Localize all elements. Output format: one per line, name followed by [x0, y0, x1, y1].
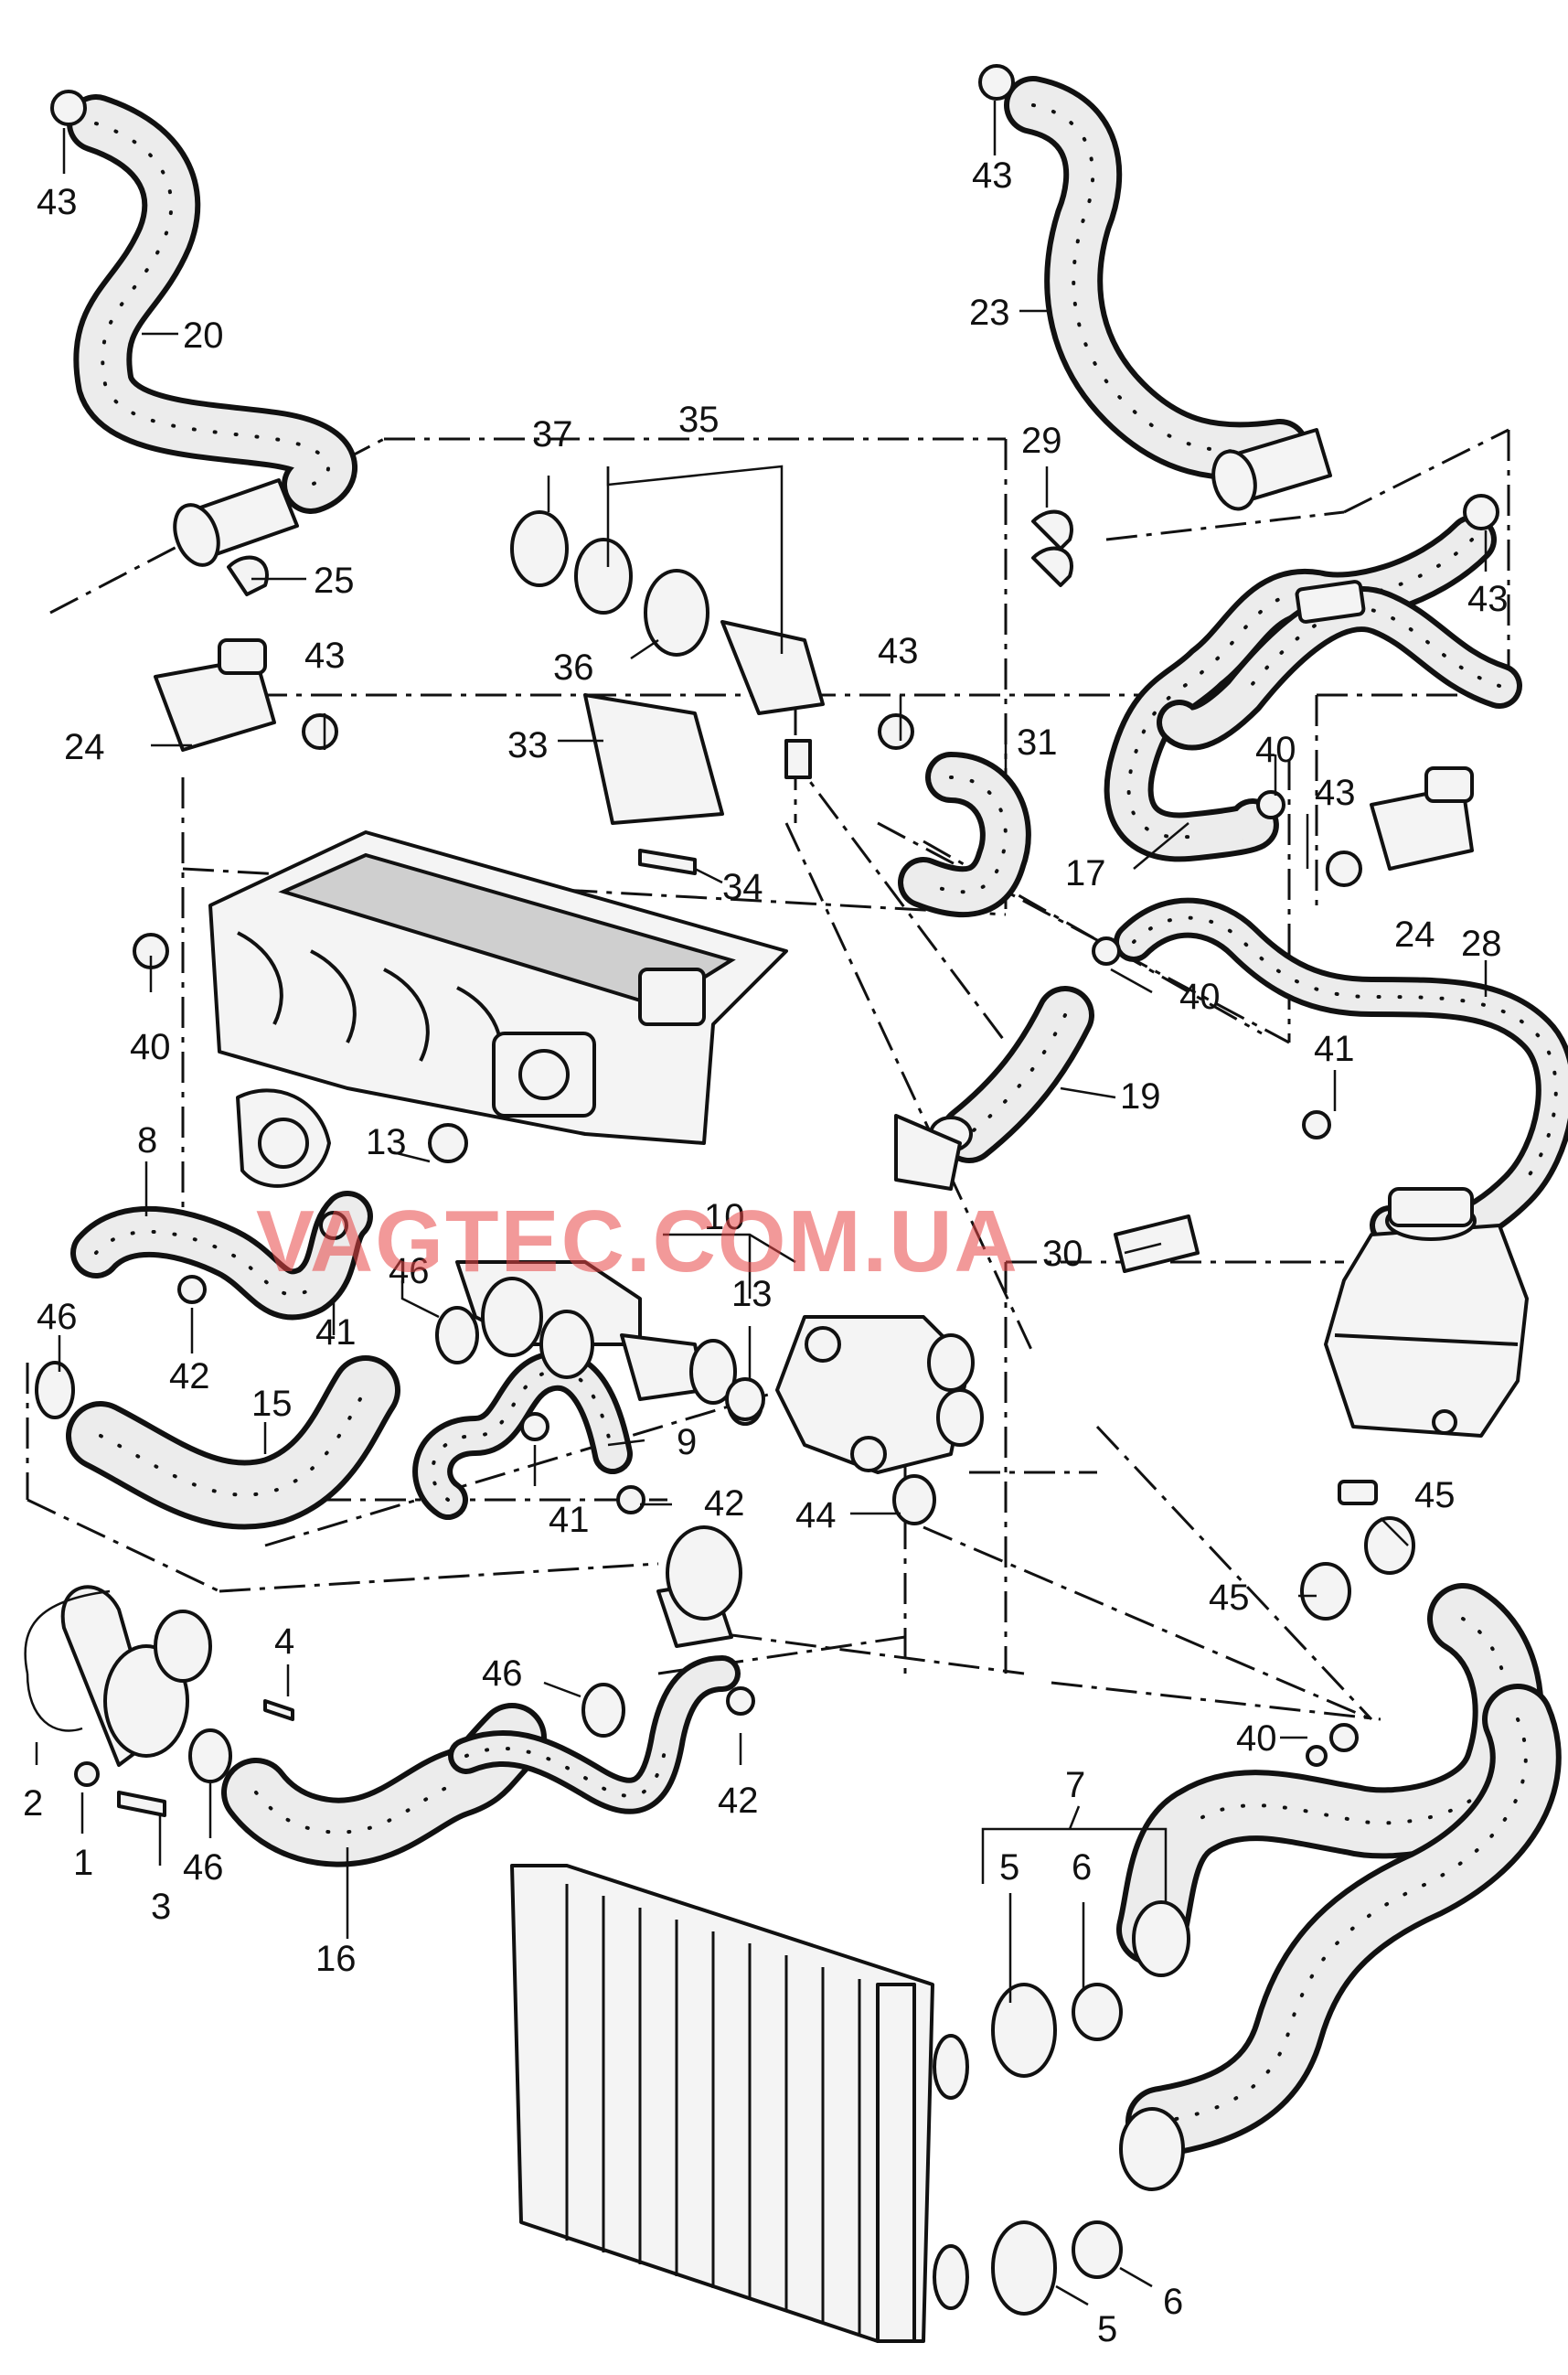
callout-28: 28	[1461, 924, 1502, 964]
water-pump	[24, 1585, 212, 1787]
hose-17	[1104, 515, 1522, 862]
callout-numbers: 43 20 43 23 29 43 25 24 43 37 35 36 33 3…	[23, 155, 1509, 2349]
callout-42: 42	[169, 1356, 210, 1396]
callout-17: 17	[1065, 853, 1106, 893]
callout-29: 29	[1021, 421, 1062, 461]
callout-45: 45	[1209, 1578, 1250, 1618]
hoses	[66, 76, 1568, 2157]
callout-25: 25	[314, 561, 355, 601]
hose-20	[67, 94, 357, 567]
callout-43: 43	[37, 182, 78, 222]
callout-7: 7	[1065, 1765, 1085, 1805]
callout-15: 15	[251, 1384, 293, 1424]
callout-34: 34	[722, 867, 763, 907]
callout-4: 4	[274, 1621, 294, 1662]
callout-24: 24	[1394, 915, 1435, 955]
expansion-tank	[1324, 1187, 1529, 1505]
hose-19	[940, 986, 1094, 1163]
callout-42: 42	[718, 1781, 759, 1821]
callout-20: 20	[183, 316, 224, 356]
callout-40: 40	[1236, 1718, 1277, 1759]
hose-31	[898, 752, 1031, 918]
callout-46: 46	[389, 1251, 430, 1291]
intake-manifold	[208, 830, 788, 1188]
callout-13: 13	[731, 1274, 773, 1314]
callout-42: 42	[704, 1483, 745, 1524]
hose-8	[70, 1191, 373, 1321]
hose-9	[412, 1350, 633, 1520]
callout-43: 43	[972, 155, 1013, 196]
callout-5: 5	[999, 1847, 1019, 1888]
flange-19	[894, 1114, 973, 1191]
callout-33: 33	[507, 725, 549, 765]
callout-19: 19	[1120, 1076, 1161, 1117]
callout-5: 5	[1097, 2309, 1117, 2349]
callout-46: 46	[482, 1653, 523, 1694]
callout-40: 40	[1255, 730, 1296, 770]
callout-35: 35	[678, 400, 720, 440]
callout-9: 9	[677, 1422, 697, 1462]
callout-31: 31	[1017, 722, 1058, 763]
callout-41: 41	[549, 1500, 590, 1540]
radiator-fins	[565, 1884, 861, 2336]
callout-45: 45	[1414, 1475, 1456, 1515]
callout-41: 41	[1314, 1029, 1355, 1069]
callout-43: 43	[1315, 773, 1356, 813]
callout-41: 41	[315, 1312, 357, 1353]
callout-16: 16	[315, 1939, 357, 1979]
callout-43: 43	[878, 631, 919, 671]
radiator	[510, 1864, 1057, 2343]
hose-15	[66, 1355, 400, 1530]
hose-7	[1116, 1583, 1562, 2157]
callout-40: 40	[130, 1027, 171, 1067]
callout-6: 6	[1072, 1847, 1092, 1888]
callout-40: 40	[1179, 977, 1221, 1017]
callout-43: 43	[1467, 579, 1509, 619]
callout-37: 37	[532, 414, 573, 455]
hose-clamps	[35, 64, 1499, 2279]
callout-6: 6	[1163, 2282, 1183, 2322]
watermark: VAGTEC.COM.UA	[256, 1193, 1019, 1290]
callout-10: 10	[704, 1197, 745, 1237]
callout-30: 30	[1042, 1234, 1083, 1274]
callout-2: 2	[23, 1783, 43, 1824]
hose-23	[1004, 76, 1332, 511]
callout-1: 1	[73, 1843, 93, 1883]
hose-28	[1114, 897, 1568, 1255]
callout-46: 46	[183, 1847, 224, 1888]
leader-lines	[35, 101, 1488, 2306]
callout-24: 24	[64, 727, 105, 767]
callout-46: 46	[37, 1297, 78, 1337]
callout-8: 8	[137, 1120, 157, 1161]
callout-13: 13	[366, 1122, 407, 1162]
callout-23: 23	[969, 293, 1010, 333]
callout-44: 44	[795, 1495, 837, 1535]
callout-36: 36	[553, 647, 594, 688]
callout-43: 43	[304, 636, 346, 676]
coolant-flanges	[455, 1260, 984, 1474]
callout-3: 3	[151, 1887, 171, 1927]
hose-16	[221, 1655, 741, 1867]
